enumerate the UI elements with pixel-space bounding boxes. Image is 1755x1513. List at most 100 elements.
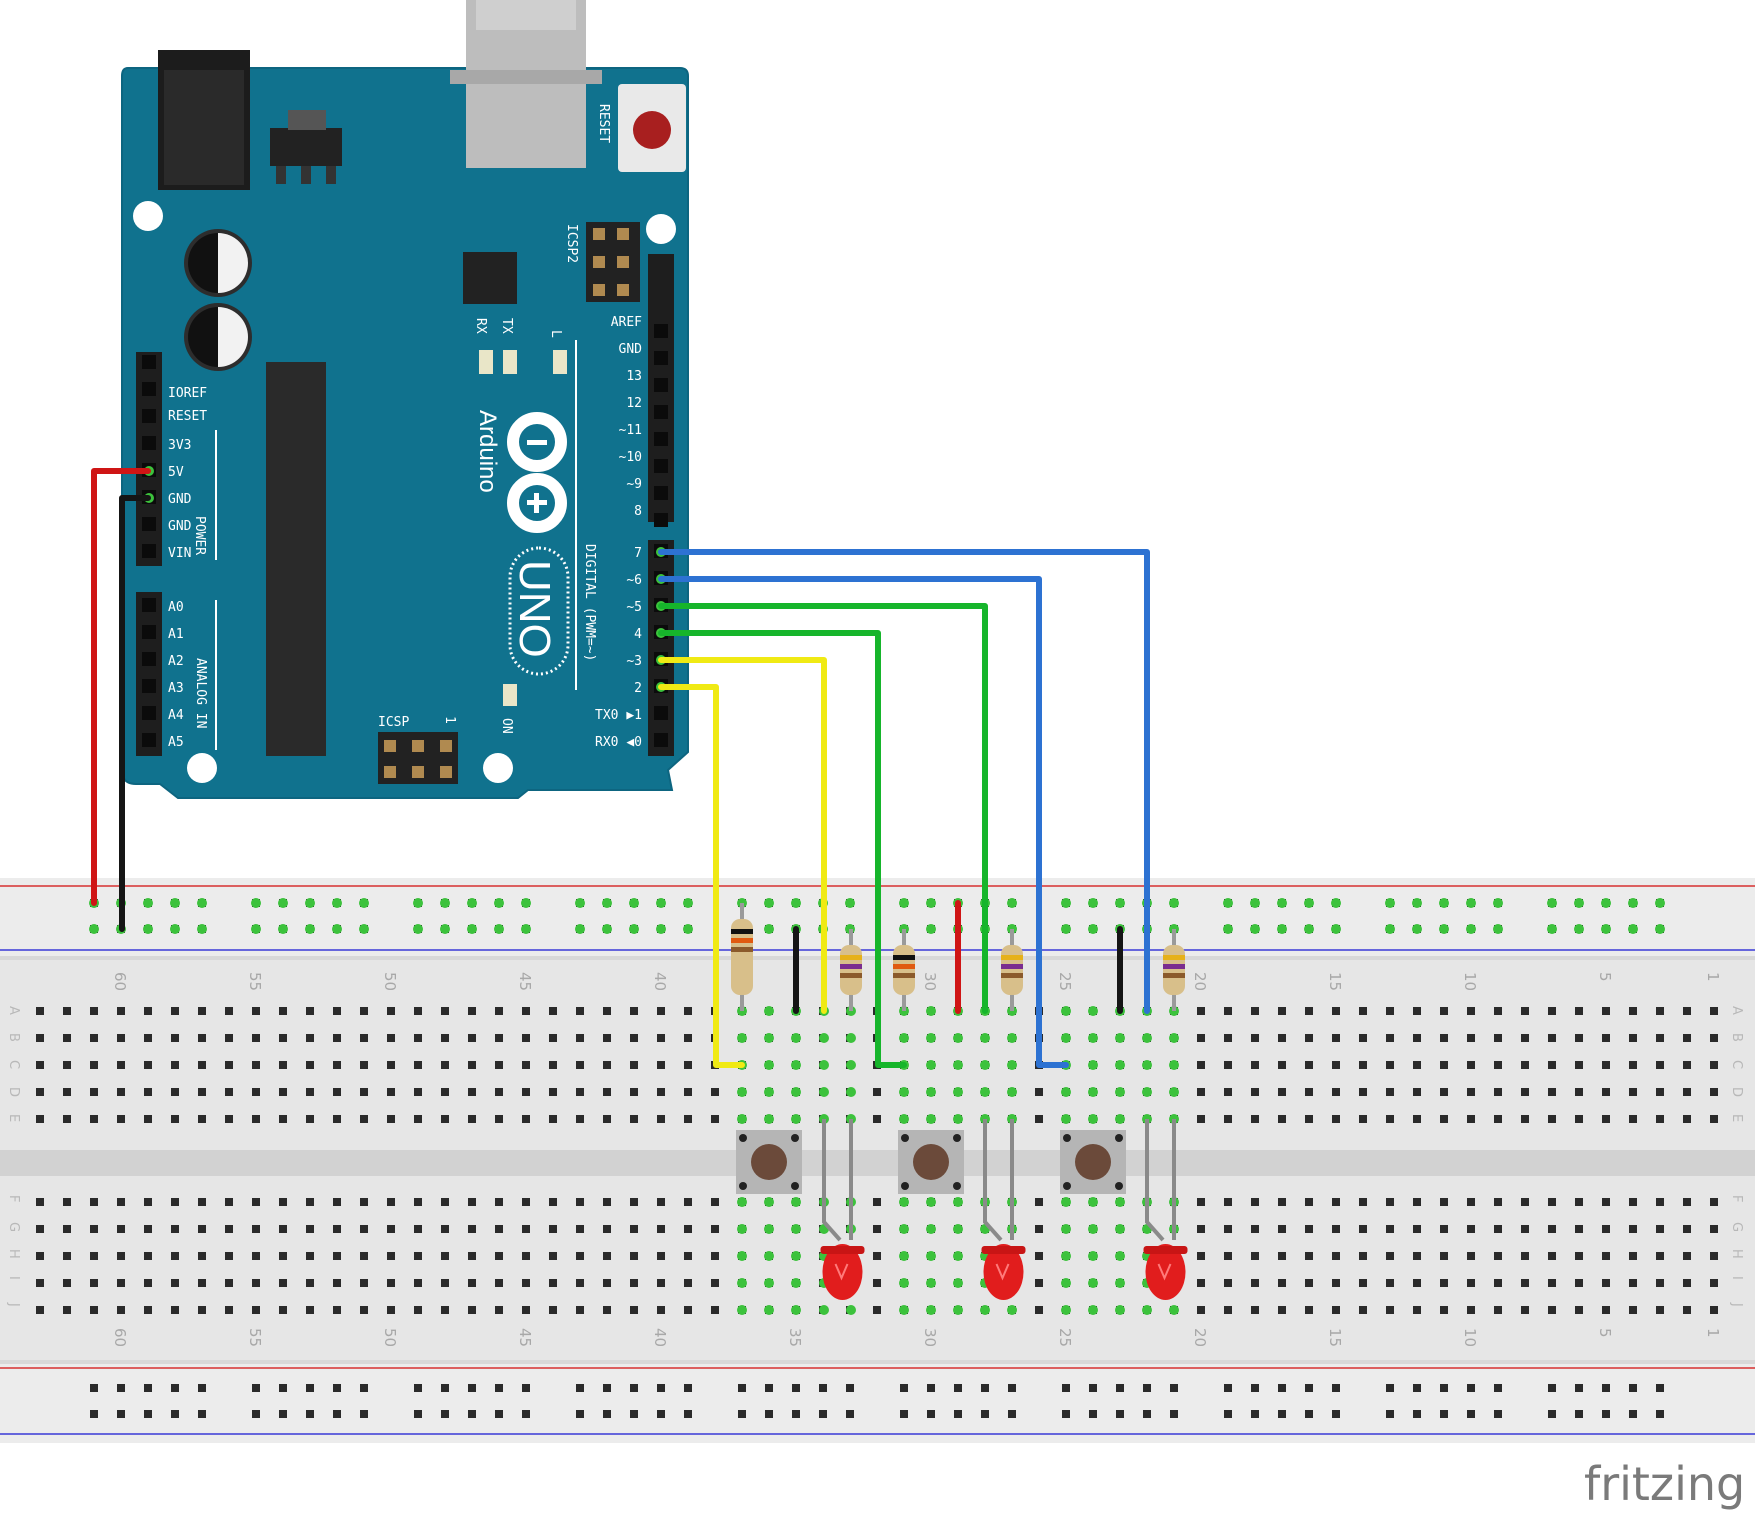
pin-label-a3: A3 bbox=[168, 681, 184, 696]
breadboard-hole bbox=[1575, 1088, 1583, 1096]
rail-hole bbox=[819, 1410, 827, 1418]
breadboard-hole bbox=[90, 1115, 98, 1123]
breadboard-hole bbox=[1629, 1061, 1637, 1069]
breadboard-hole bbox=[1305, 1115, 1313, 1123]
pin-label-gnd-1: GND bbox=[168, 492, 192, 507]
breadboard-hole bbox=[1224, 1115, 1232, 1123]
icsp-pin bbox=[440, 766, 452, 778]
connected-hole bbox=[791, 1278, 801, 1288]
breadboard-hole bbox=[1467, 1061, 1475, 1069]
connected-hole bbox=[791, 1087, 801, 1097]
icsp-pin bbox=[440, 740, 452, 752]
rail-hole bbox=[765, 1384, 773, 1392]
connected-hole bbox=[791, 1060, 801, 1070]
breadboard-hole bbox=[333, 1034, 341, 1042]
breadboard-hole bbox=[360, 1279, 368, 1287]
breadboard-hole bbox=[279, 1061, 287, 1069]
breadboard-hole bbox=[1629, 1007, 1637, 1015]
header-pin bbox=[654, 459, 668, 473]
wire-pin7-blue[interactable] bbox=[658, 549, 1150, 1014]
pushbutton-knob bbox=[1075, 1144, 1111, 1180]
breadboard-hole bbox=[198, 1007, 206, 1015]
breadboard-hole bbox=[333, 1088, 341, 1096]
breadboard-hole bbox=[333, 1252, 341, 1260]
breadboard-hole bbox=[495, 1007, 503, 1015]
breadboard-hole bbox=[1548, 1061, 1556, 1069]
rail-hole bbox=[657, 1384, 665, 1392]
breadboard-hole bbox=[1467, 1034, 1475, 1042]
breadboard-hole bbox=[1494, 1252, 1502, 1260]
connected-rail-hole bbox=[1223, 924, 1233, 934]
breadboard-hole bbox=[63, 1279, 71, 1287]
wire-5v-red[interactable] bbox=[91, 468, 151, 906]
breadboard-hole bbox=[549, 1306, 557, 1314]
breadboard-hole bbox=[252, 1198, 260, 1206]
col-number-45-bottom: 45 bbox=[516, 1328, 534, 1347]
on-label: ON bbox=[499, 718, 514, 734]
breadboard-hole bbox=[1656, 1252, 1664, 1260]
breadboard-hole bbox=[279, 1198, 287, 1206]
row-label-i: I bbox=[6, 1276, 21, 1280]
pushbutton-corner bbox=[1063, 1182, 1071, 1190]
breadboard-hole bbox=[63, 1198, 71, 1206]
wire-pin2-yellow[interactable] bbox=[658, 684, 745, 1068]
rx-label: RX bbox=[473, 318, 488, 334]
breadboard-hole bbox=[1602, 1088, 1610, 1096]
rail-hole bbox=[1656, 1384, 1664, 1392]
breadboard-hole bbox=[279, 1034, 287, 1042]
breadboard-hole bbox=[1251, 1225, 1259, 1233]
connected-hole bbox=[926, 1114, 936, 1124]
resistor bbox=[731, 903, 753, 1011]
breadboard-hole bbox=[603, 1061, 611, 1069]
breadboard-hole bbox=[1494, 1198, 1502, 1206]
breadboard-hole bbox=[549, 1198, 557, 1206]
breadboard-hole bbox=[1305, 1007, 1313, 1015]
breadboard-hole bbox=[117, 1198, 125, 1206]
rail-hole bbox=[576, 1384, 584, 1392]
resistor-band bbox=[893, 973, 915, 978]
wire-pin6-blue[interactable] bbox=[658, 576, 1069, 1068]
resistor bbox=[893, 929, 915, 1011]
breadboard-hole bbox=[1305, 1225, 1313, 1233]
digital-label: DIGITAL (PWM=~) bbox=[582, 544, 597, 661]
connected-rail-hole bbox=[1628, 924, 1638, 934]
on-led bbox=[503, 684, 517, 706]
breadboard-hole bbox=[1359, 1198, 1367, 1206]
row-label-c-right: C bbox=[1729, 1060, 1744, 1069]
pushbutton-knob bbox=[751, 1144, 787, 1180]
wire-pin4-green[interactable] bbox=[658, 630, 907, 1068]
wire-pin5-green[interactable] bbox=[658, 603, 988, 1014]
connected-rail-hole bbox=[926, 898, 936, 908]
connected-hole bbox=[1007, 1087, 1017, 1097]
breadboard-hole bbox=[252, 1034, 260, 1042]
breadboard-hole bbox=[306, 1007, 314, 1015]
rail-hole bbox=[1224, 1384, 1232, 1392]
breadboard-hole bbox=[1332, 1115, 1340, 1123]
connected-hole bbox=[1142, 1033, 1152, 1043]
connected-hole bbox=[764, 1224, 774, 1234]
breadboard-hole bbox=[279, 1007, 287, 1015]
breadboard-hole bbox=[576, 1225, 584, 1233]
breadboard-hole bbox=[171, 1088, 179, 1096]
rail-hole bbox=[1251, 1410, 1259, 1418]
breadboard-hole bbox=[522, 1225, 530, 1233]
breadboard-hole bbox=[1710, 1115, 1718, 1123]
reset-button-knob[interactable] bbox=[633, 111, 671, 149]
breadboard-hole bbox=[1332, 1088, 1340, 1096]
row-label-h: H bbox=[6, 1249, 21, 1259]
breadboard-hole bbox=[873, 1088, 881, 1096]
connected-hole bbox=[953, 1305, 963, 1315]
breadboard-hole bbox=[1710, 1252, 1718, 1260]
wire-gnd-black[interactable] bbox=[119, 495, 151, 932]
connected-hole bbox=[899, 1087, 909, 1097]
breadboard-hole bbox=[36, 1252, 44, 1260]
icsp-pin bbox=[384, 740, 396, 752]
connected-hole bbox=[953, 1087, 963, 1097]
breadboard-hole bbox=[1359, 1225, 1367, 1233]
breadboard-hole bbox=[1035, 1088, 1043, 1096]
breadboard-hole bbox=[1386, 1088, 1394, 1096]
breadboard-hole bbox=[1332, 1225, 1340, 1233]
connected-rail-hole bbox=[764, 898, 774, 908]
breadboard-hole bbox=[306, 1088, 314, 1096]
wire-pin3-yellow[interactable] bbox=[658, 657, 827, 1014]
